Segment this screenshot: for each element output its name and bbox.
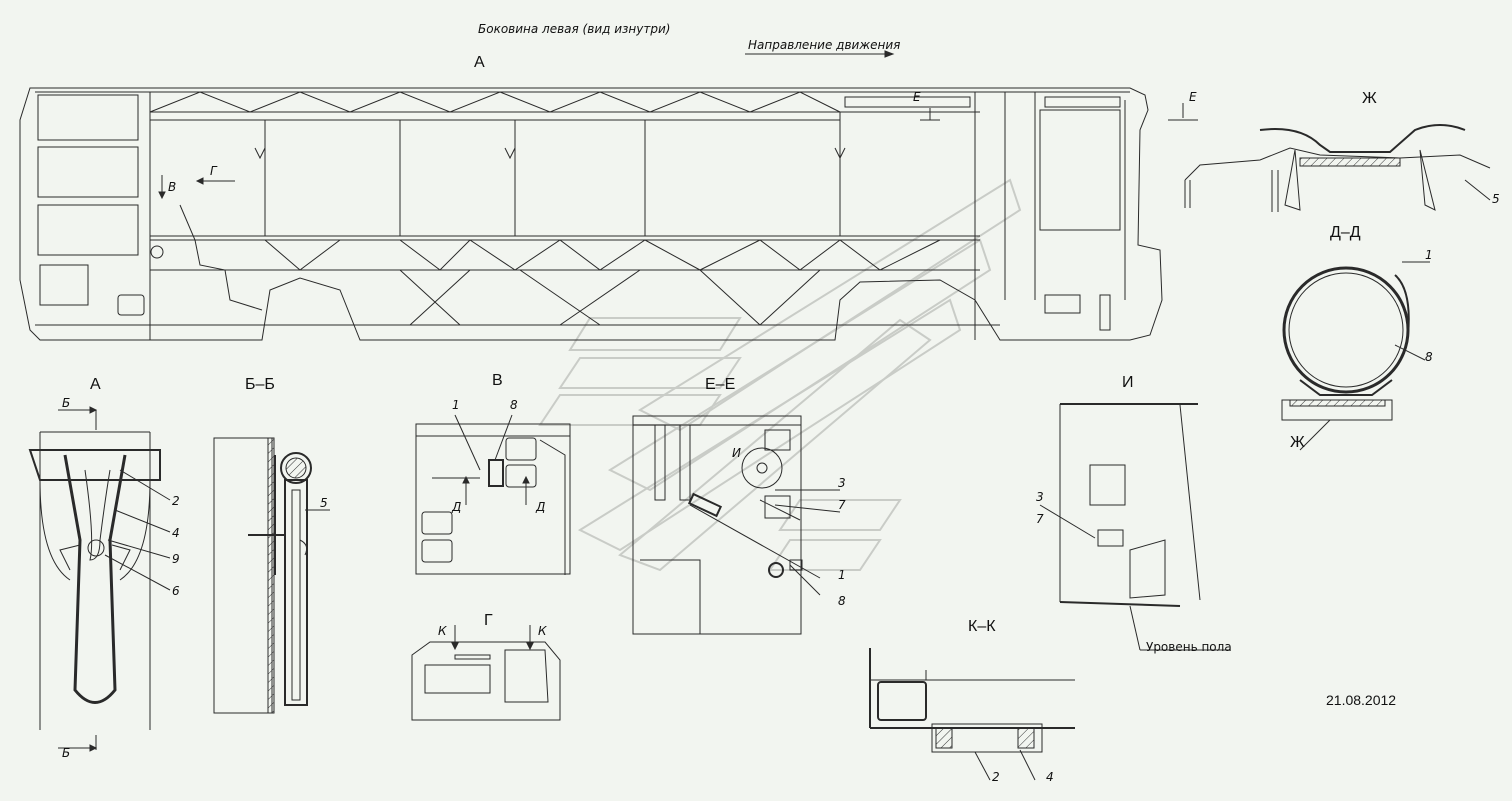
marker-v: В: [168, 180, 177, 194]
callout-ee-8: 8: [838, 594, 846, 608]
marker-d2: Д: [536, 500, 546, 514]
direction-label: Направление движения: [748, 38, 901, 52]
view-kk-title: К–К: [968, 618, 996, 635]
bus-side-view: [19, 87, 1163, 341]
view-bb-drawing: [213, 437, 330, 714]
section-arrows: [158, 50, 1198, 200]
marker-e-right: Е: [1189, 90, 1197, 104]
callout-dd-1: 1: [1425, 248, 1433, 262]
marker-k1: К: [438, 624, 447, 638]
marker-e-top: Е: [913, 90, 921, 104]
marker-a-top: А: [474, 54, 485, 71]
callout-zh-5: 5: [1492, 192, 1500, 206]
view-zh-drawing: [1184, 124, 1491, 212]
view-bb-title: Б–Б: [245, 376, 275, 393]
marker-b-top: Б: [62, 396, 71, 410]
view-zh-title: Ж: [1362, 90, 1377, 107]
view-v-title: В: [492, 372, 503, 389]
callout-a-6: 6: [172, 584, 180, 598]
callout-v-8: 8: [510, 398, 518, 412]
callout-a-4: 4: [172, 526, 180, 540]
view-v-drawing: [415, 414, 571, 575]
view-g-drawing: [411, 625, 561, 721]
callout-ee-3: 3: [838, 476, 846, 490]
view-i-title: И: [1122, 374, 1134, 391]
marker-i: И: [732, 446, 741, 460]
callout-kk-4: 4: [1046, 770, 1054, 784]
top-title: Боковина левая (вид изнутри): [478, 22, 671, 36]
view-dd-title: Д–Д: [1330, 224, 1361, 241]
marker-d1: Д: [452, 500, 462, 514]
callout-ee-1: 1: [838, 568, 846, 582]
view-a-title: А: [90, 376, 101, 393]
view-dd-drawing: [1281, 261, 1430, 451]
drawing-date: 21.08.2012: [1326, 692, 1397, 708]
callout-a-2: 2: [172, 494, 180, 508]
marker-b-bottom: Б: [62, 746, 71, 760]
view-a-drawing: [28, 406, 171, 752]
view-kk-drawing: [869, 648, 1075, 781]
callout-i-7: 7: [1036, 512, 1044, 526]
marker-k2: К: [538, 624, 547, 638]
watermark: [538, 178, 1022, 572]
view-g-title: Г: [484, 612, 493, 629]
callout-a-9: 9: [172, 552, 180, 566]
view-ee-title: Е–Е: [705, 376, 736, 393]
callout-kk-2: 2: [992, 770, 1000, 784]
callout-i-3: 3: [1036, 490, 1044, 504]
floor-level-label: Уровень пола: [1146, 640, 1232, 654]
callout-bb-5: 5: [320, 496, 328, 510]
callout-ee-7: 7: [838, 498, 846, 512]
view-ee-drawing: [632, 415, 841, 635]
callout-dd-8: 8: [1425, 350, 1433, 364]
view-i-drawing: [1039, 403, 1230, 651]
marker-g: Г: [210, 164, 217, 178]
marker-zh-bottom: Ж: [1290, 434, 1305, 451]
callout-v-1: 1: [452, 398, 460, 412]
